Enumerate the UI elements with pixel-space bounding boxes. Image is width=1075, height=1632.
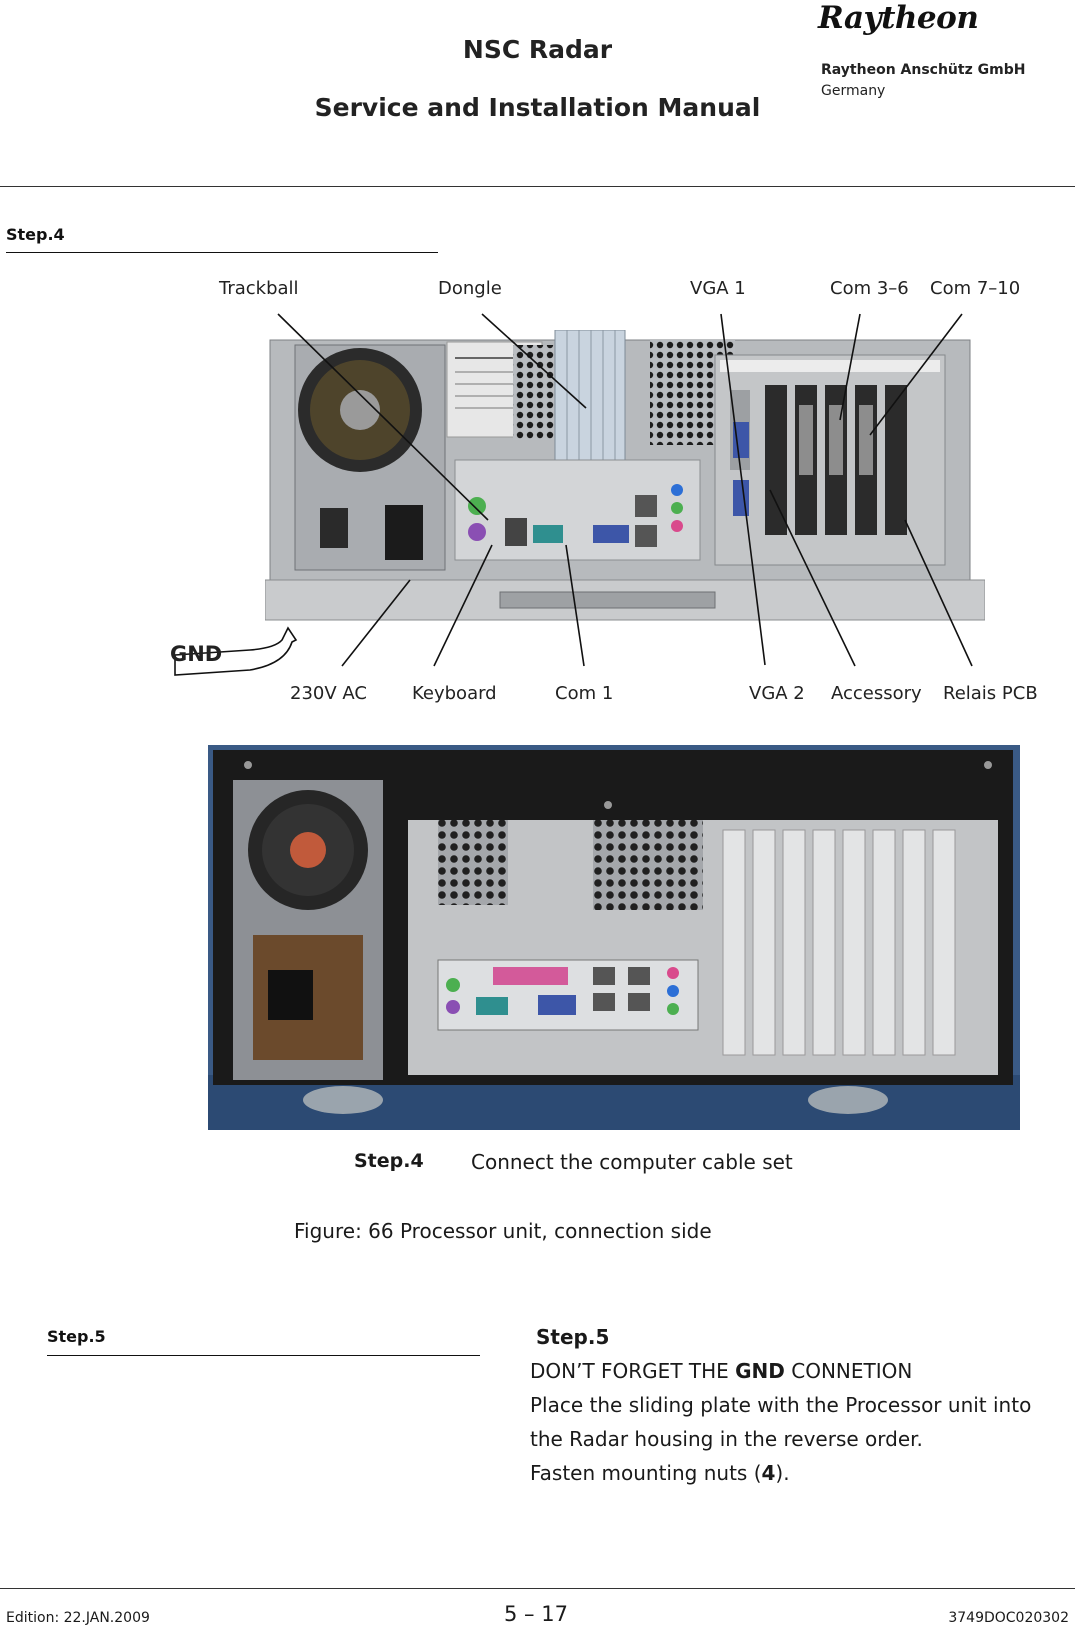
label-keyboard: Keyboard <box>412 683 497 704</box>
figure-caption: Figure: 66 Processor unit, connection si… <box>294 1219 712 1243</box>
label-com1: Com 1 <box>555 683 614 704</box>
step5-heading-rule <box>47 1355 480 1356</box>
footer-doc-number: 3749DOC020302 <box>948 1610 1069 1626</box>
step5-heading: Step.5 <box>47 1327 106 1346</box>
step4-heading-rule <box>6 252 438 253</box>
step5-line3: the Radar housing in the reverse order. <box>530 1427 923 1451</box>
step5-line1-prefix: DON’T FORGET THE <box>530 1359 736 1383</box>
step5-title: Step.5 <box>536 1325 610 1349</box>
step4-caption-text: Connect the computer cable set <box>471 1150 793 1174</box>
computer-rear-photo <box>208 745 1020 1130</box>
step4-heading: Step.4 <box>6 225 65 244</box>
header-divider <box>0 186 1075 187</box>
step5-line-gnd: DON’T FORGET THE GND CONNETION <box>530 1354 1060 1388</box>
label-trackball: Trackball <box>219 278 299 299</box>
label-accessory: Accessory <box>831 683 922 704</box>
label-com3-6: Com 3–6 <box>830 278 909 299</box>
manual-title: NSC Radar <box>462 35 613 64</box>
step5-line4-suffix: ). <box>775 1461 790 1485</box>
label-230v-ac: 230V AC <box>290 683 367 704</box>
footer-edition: Edition: 22.JAN.2009 <box>6 1610 150 1626</box>
company-country: Germany <box>821 83 886 99</box>
step5-line1-suffix: CONNETION <box>784 1359 913 1383</box>
label-vga2: VGA 2 <box>749 683 805 704</box>
label-com7-10: Com 7–10 <box>930 278 1021 299</box>
step5-line1-gnd: GND <box>735 1359 785 1383</box>
step5-line4-number: 4 <box>761 1461 776 1485</box>
step5-instructions: Step.5 DON’T FORGET THE GND CONNETION Pl… <box>530 1320 1060 1490</box>
step5-line4: Fasten mounting nuts (4). <box>530 1456 1060 1490</box>
label-vga1: VGA 1 <box>690 278 746 299</box>
manual-subtitle: Service and Installation Manual <box>314 93 761 122</box>
step5-line4-prefix: Fasten mounting nuts ( <box>530 1461 762 1485</box>
processor-unit-rear-photo <box>265 330 985 630</box>
footer-divider <box>0 1588 1075 1589</box>
footer-page-number: 5 – 17 <box>504 1602 568 1626</box>
company-name: Raytheon Anschütz GmbH <box>821 62 1026 78</box>
label-dongle: Dongle <box>438 278 502 299</box>
raytheon-logo: Raytheon <box>818 0 979 36</box>
step5-line2: Place the sliding plate with the Process… <box>530 1393 1032 1417</box>
label-relais-pcb: Relais PCB <box>943 683 1038 704</box>
label-gnd: GND <box>170 642 223 666</box>
step4-caption-label: Step.4 <box>354 1150 424 1172</box>
